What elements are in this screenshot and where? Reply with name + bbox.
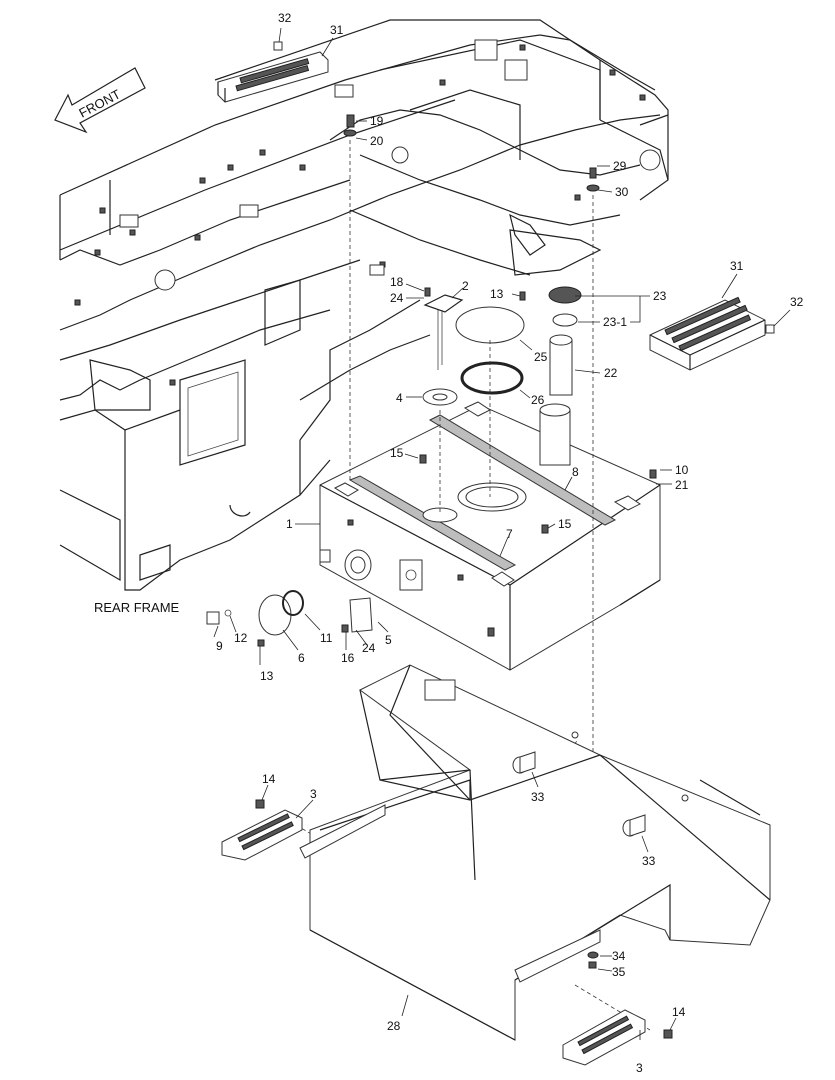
skid-guard: [299, 664, 771, 1041]
callout-15-b: 15: [558, 517, 572, 531]
callout-23: 23: [653, 289, 667, 303]
fuel-tank: [319, 401, 661, 671]
callout-23-1: 23-1: [603, 315, 627, 329]
callout-4: 4: [396, 391, 403, 405]
callout-19: 19: [370, 114, 384, 128]
callout-21: 21: [675, 478, 689, 492]
callout-9: 9: [216, 639, 223, 653]
callout-31: 31: [330, 23, 344, 37]
callout-33: 33: [531, 790, 545, 804]
callout-11: 11: [320, 631, 333, 645]
callout-29: 29: [613, 159, 627, 173]
rear-frame-drawing: [59, 19, 669, 591]
front-arrow: FRONT: [54, 67, 146, 134]
callout-5: 5: [385, 633, 392, 647]
step-plate-31-right: [649, 296, 766, 371]
callout-3-b: 3: [636, 1061, 643, 1075]
callout-32-right: 32: [790, 295, 804, 309]
callout-25: 25: [534, 350, 548, 364]
callout-15: 15: [390, 446, 404, 460]
callout-34: 34: [612, 949, 626, 963]
callout-2: 2: [462, 279, 469, 293]
assembly-guide-lines: [295, 140, 686, 1031]
callout-35: 35: [612, 965, 626, 979]
callout-24: 24: [390, 291, 404, 305]
callout-13: 13: [490, 287, 504, 301]
callout-20: 20: [370, 134, 384, 148]
rear-frame-label: REAR FRAME: [94, 600, 180, 615]
callout-18: 18: [390, 275, 404, 289]
callout-6: 6: [298, 651, 305, 665]
tank-components: [206, 41, 775, 647]
callout-28: 28: [387, 1019, 401, 1033]
callout-16: 16: [341, 651, 355, 665]
step-3-right: [562, 1009, 646, 1066]
callout-3: 3: [310, 787, 317, 801]
callout-31-right: 31: [730, 259, 744, 273]
callout-7: 7: [506, 527, 513, 541]
callout-22: 22: [604, 366, 618, 380]
callout-32: 32: [278, 11, 292, 25]
callout-13-b: 13: [260, 669, 274, 683]
step-3-left: [221, 809, 303, 861]
callout-14-b: 14: [672, 1005, 686, 1019]
callout-33-b: 33: [642, 854, 656, 868]
leader-lines: [213, 27, 791, 1040]
callout-1: 1: [286, 517, 293, 531]
callout-12: 12: [234, 631, 248, 645]
callout-26: 26: [531, 393, 545, 407]
callout-24-b: 24: [362, 641, 376, 655]
step-plate-31-upper: [217, 51, 329, 103]
small-hardware: [255, 799, 673, 1039]
callout-30: 30: [615, 185, 629, 199]
callout-numbers: 32 31 19 20 29 30 31 32 18 2 24 13 23 23…: [94, 11, 804, 1075]
callout-10: 10: [675, 463, 689, 477]
callout-14: 14: [262, 772, 276, 786]
callout-8: 8: [572, 465, 579, 479]
